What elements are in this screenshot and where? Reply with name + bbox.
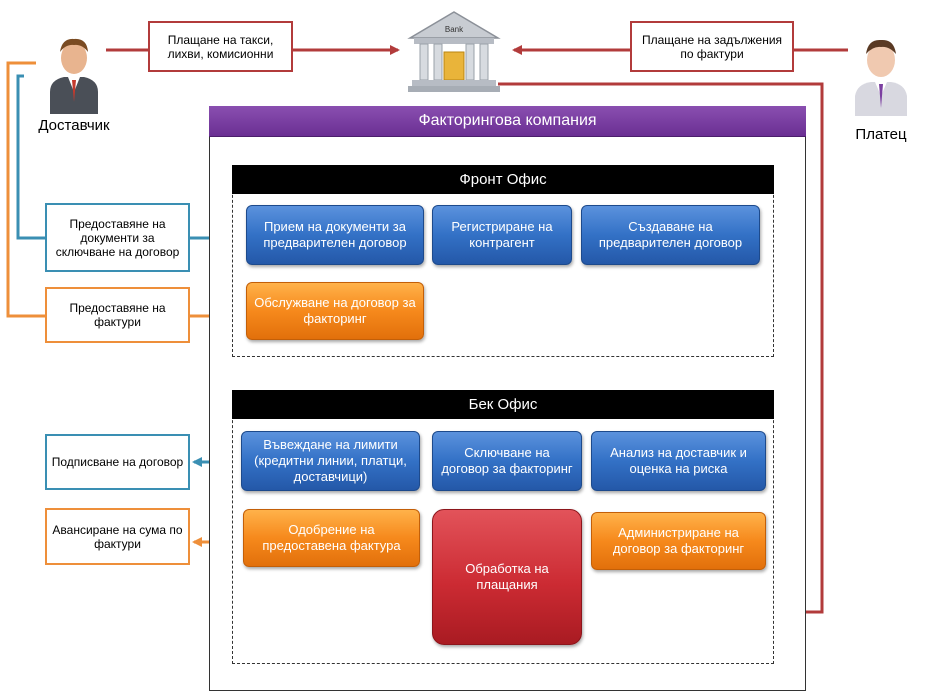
bank-sign: Bank bbox=[444, 25, 464, 34]
create-preliminary-contract-step: Създаване на предварителен договор bbox=[581, 205, 760, 265]
person-icon bbox=[855, 39, 907, 116]
contract-administration-step: Администриране на договор за факторинг bbox=[591, 512, 766, 570]
supplier-invoices-line bbox=[6, 61, 45, 318]
company-title: Факторингова компания bbox=[209, 106, 806, 137]
risk-analysis-step: Анализ на доставчик и оценка на риска bbox=[591, 431, 766, 491]
advance-note: Авансиране на сума по фактури bbox=[45, 508, 190, 565]
fees-note: Плащане на такси, лихви, комисионни bbox=[148, 21, 293, 72]
enter-limits-step: Въвеждане на лимити (кредитни линии, пла… bbox=[241, 431, 420, 491]
conclude-contract-step: Сключване на договор за факторинг bbox=[432, 431, 582, 491]
payment-processing-step: Обработка на плащания bbox=[432, 509, 582, 645]
supplier-label: Доставчик bbox=[38, 117, 110, 134]
supplier-actor: Доставчик bbox=[30, 30, 118, 140]
register-counterparty-step: Регистриране на контрагент bbox=[432, 205, 572, 265]
front-office-title: Фронт Офис bbox=[232, 165, 774, 194]
businessman-icon bbox=[50, 38, 98, 114]
receive-documents-step: Прием на документи за предварителен дого… bbox=[246, 205, 424, 265]
docs-note: Предоставяне на документи за сключване н… bbox=[45, 203, 190, 272]
bank-icon: Bank bbox=[404, 8, 504, 94]
sign-note: Подписване на договор bbox=[45, 434, 190, 490]
payer-label: Платец bbox=[855, 126, 907, 143]
payer-actor: Платец bbox=[846, 30, 916, 145]
debt-note: Плащане на задължения по фактури bbox=[630, 21, 794, 72]
back-office-title: Бек Офис bbox=[232, 390, 774, 419]
service-contract-step: Обслужване на договор за факторинг bbox=[246, 282, 424, 340]
invoices-note: Предоставяне на фактури bbox=[45, 287, 190, 343]
supplier-docs-line bbox=[16, 74, 45, 240]
invoice-approval-step: Одобрение на предоставена фактура bbox=[243, 509, 420, 567]
